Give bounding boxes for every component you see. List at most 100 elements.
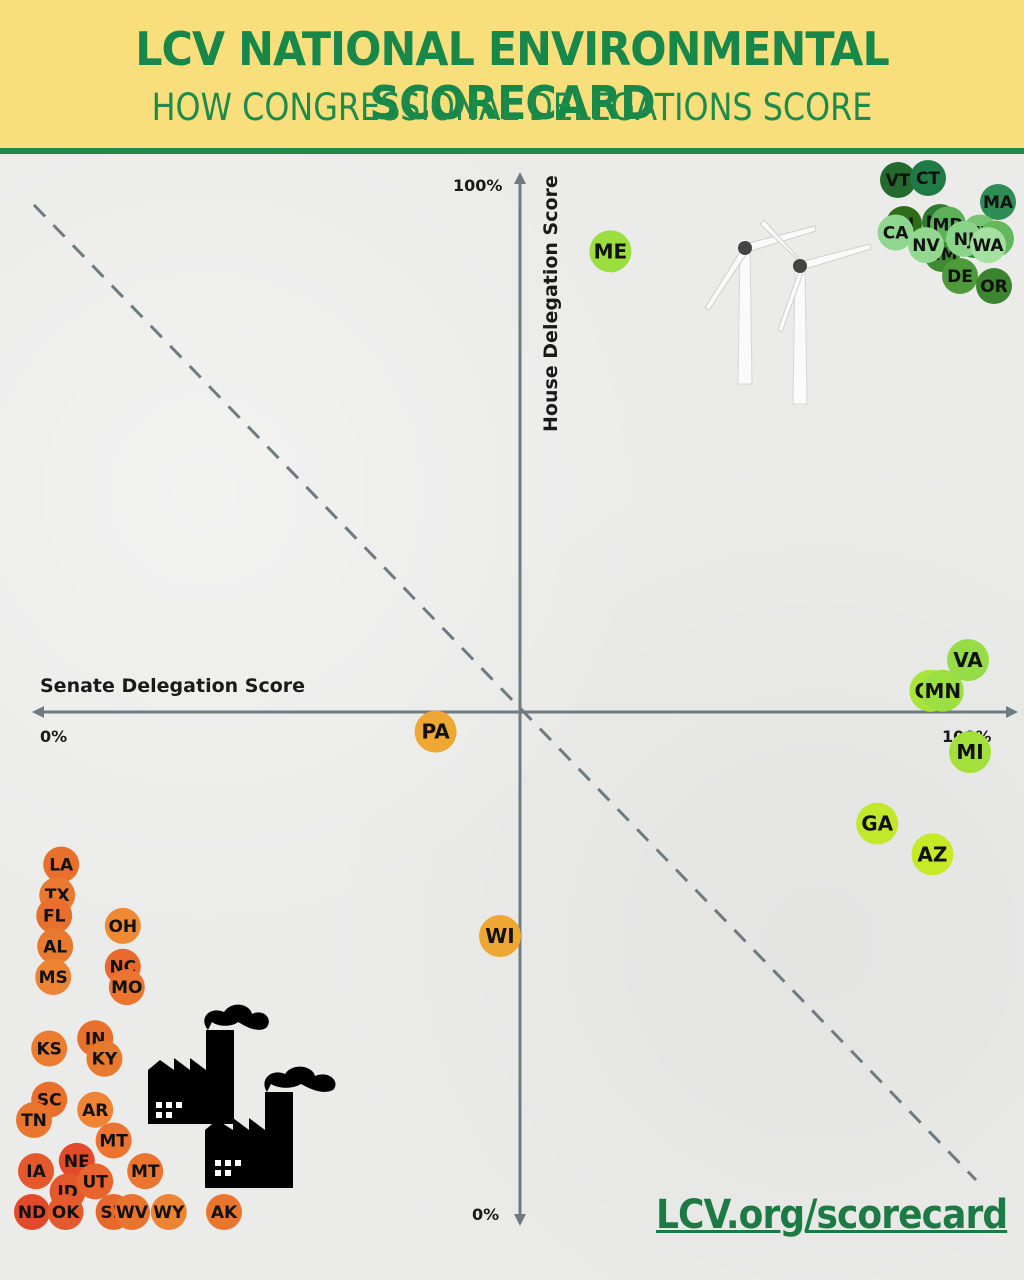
point-label: MN [924,679,961,703]
point-label: KY [92,1050,118,1070]
point-label: MI [956,740,983,764]
point-ga: GA [856,802,899,845]
x-tick-min: 0% [40,727,67,746]
point-ms: MS [35,958,72,995]
point-vt: VT [880,162,916,198]
point-label: DE [947,267,973,287]
point-label: NV [912,236,940,256]
point-va: VA [947,639,989,682]
point-mi: MI [949,731,991,774]
page-title: LCV NATIONAL ENVIRONMENTAL SCORECARD [135,22,890,130]
y-tick-min: 0% [472,1205,499,1224]
point-label: AR [82,1101,108,1121]
reference-line [32,203,978,1182]
point-ma: MA [980,184,1016,220]
data-points: VTCTMAHINHRINMDEORCAMDNYILNJNVWAMEVACOMN… [14,160,1016,1230]
point-ks: KS [31,1030,68,1067]
point-marker [980,184,1016,220]
x-axis [32,706,1018,718]
point-label: WI [485,924,515,948]
point-label: AK [211,1203,238,1223]
point-label: WA [972,236,1004,256]
point-label: WY [153,1203,185,1223]
point-wa: WA [970,227,1006,264]
point-ia: IA [18,1153,54,1190]
y-axis-label: House Delegation Score [540,175,562,432]
point-nv: NV [908,227,944,264]
point-marker [77,1091,114,1128]
point-marker [921,669,964,712]
point-label: WV [116,1203,149,1223]
point-label: KS [36,1039,61,1059]
point-mt: MT [95,1122,132,1159]
point-marker [104,907,141,944]
point-label: CA [883,223,909,243]
point-marker [908,227,944,264]
point-label: FL [43,907,66,927]
point-ar: AR [77,1091,114,1128]
point-ky: KY [86,1040,123,1077]
page-subtitle: HOW CONGRESSIONAL DELEGATIONS SCORE [151,86,873,129]
point-label: MT [99,1131,128,1151]
point-label: OH [108,917,137,937]
point-wi: WI [479,915,521,958]
point-nd: ND [14,1194,50,1230]
point-marker [976,268,1012,304]
point-pa: PA [414,710,457,753]
point-label: MS [39,968,68,988]
scorecard-link[interactable]: LCV.org/scorecard [656,1192,1008,1238]
point-label: AL [43,937,67,957]
point-al: AL [37,928,74,965]
point-label: GA [861,812,893,836]
y-tick-max: 100% [453,176,502,195]
point-ut: UT [77,1163,114,1200]
point-marker [479,915,521,958]
point-marker [856,802,899,845]
point-or: OR [976,268,1012,304]
point-marker [36,897,73,934]
point-label: NE [64,1152,90,1172]
point-marker [37,928,74,965]
factory-icon [148,1004,336,1188]
point-marker [77,1163,114,1200]
point-label: LA [49,856,74,876]
point-marker [970,227,1006,264]
point-de: DE [942,258,978,294]
point-label: OK [52,1203,80,1223]
point-label: MT [131,1162,160,1182]
point-marker [18,1153,54,1190]
point-marker [949,731,991,774]
point-marker [877,214,914,251]
point-ak: AK [206,1194,242,1230]
point-label: NJ [954,230,975,250]
point-marker [127,1153,164,1190]
point-ca: CA [877,214,914,251]
point-marker [942,258,978,294]
point-marker [14,1194,50,1230]
point-marker [95,1122,132,1159]
point-label: CT [916,169,940,189]
point-label: OR [980,277,1008,297]
point-marker [31,1030,68,1067]
point-marker [47,1194,84,1230]
point-label: MO [111,978,142,998]
point-fl: FL [36,897,73,934]
point-label: AZ [917,842,947,866]
point-marker [114,1194,150,1230]
point-label: VA [953,648,983,672]
point-marker [880,162,916,198]
point-me: ME [589,230,632,273]
point-marker [108,969,145,1006]
y-axis [514,172,526,1226]
point-mt: MT [127,1153,164,1190]
point-label: ME [594,239,628,263]
point-ct: CT [910,160,946,196]
point-marker [150,1194,187,1230]
point-marker [414,710,457,753]
point-marker [911,833,954,876]
point-marker [43,846,80,883]
point-label: ND [18,1203,46,1223]
point-mn: MN [921,669,964,712]
point-label: PA [421,720,450,744]
